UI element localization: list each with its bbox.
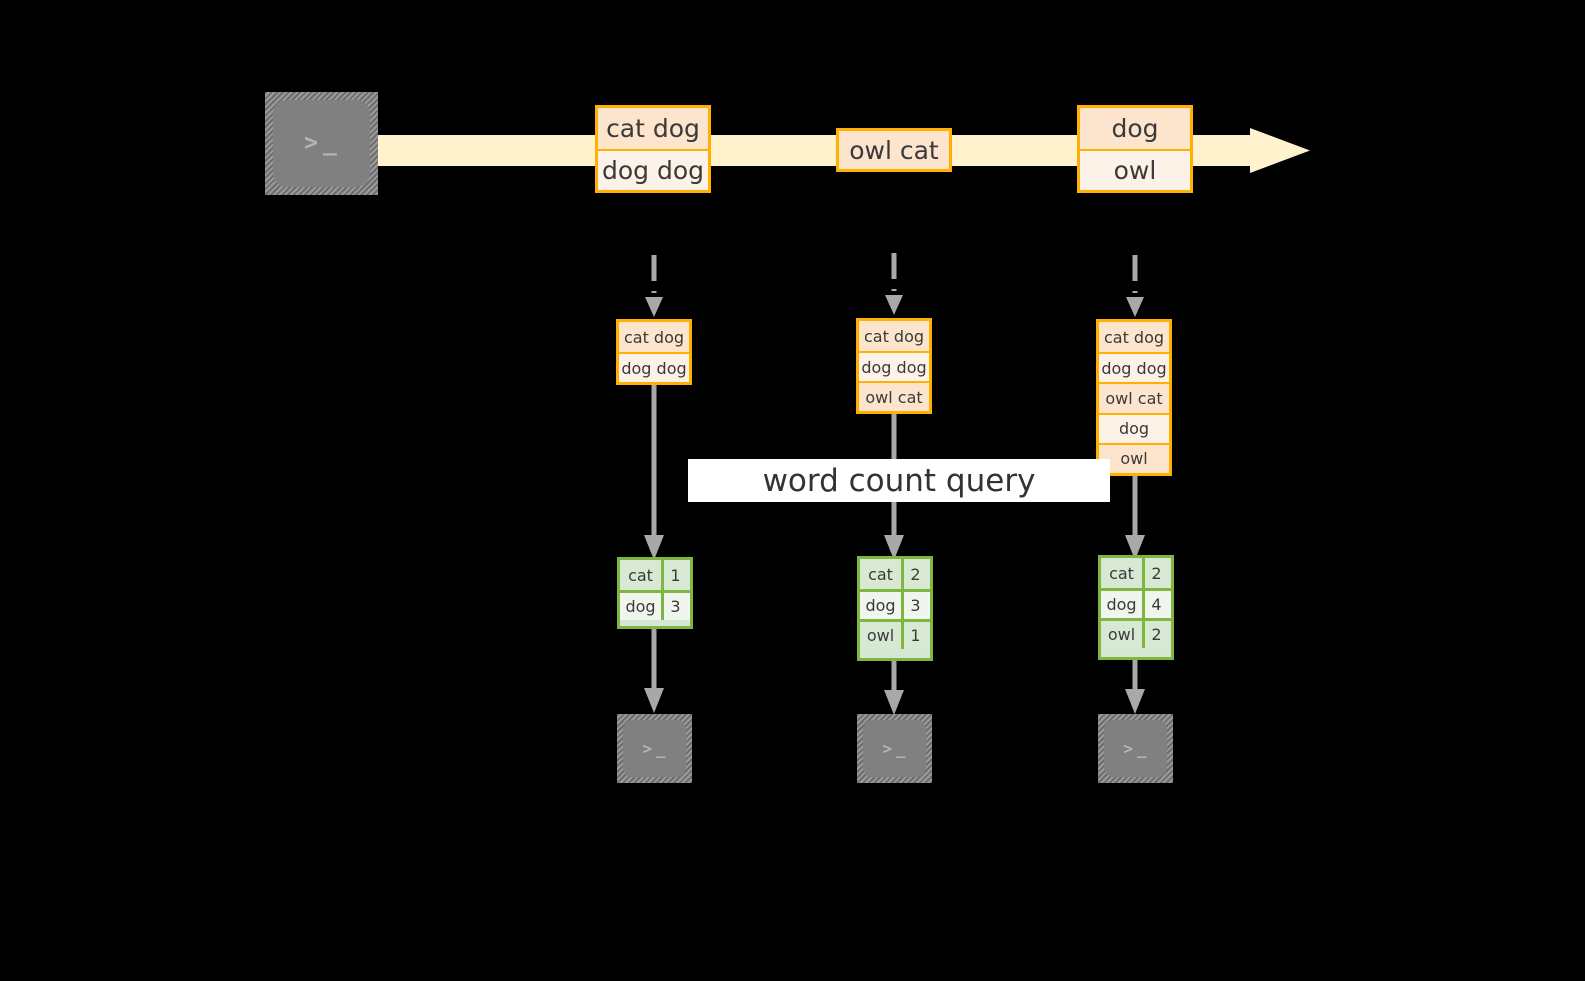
source-terminal-icon: > _ <box>265 92 378 195</box>
result-2-row-2: owl 1 <box>860 619 930 649</box>
prompt-chevron: > <box>882 738 893 758</box>
stream-batch-3-line-1: owl <box>1080 149 1190 190</box>
sink-terminal-icon-2: > _ <box>857 714 932 783</box>
sink-terminal-icon-3: > _ <box>1098 714 1173 783</box>
result-2-row-0: cat 2 <box>860 559 930 589</box>
dashed-connector-3 <box>1125 255 1145 319</box>
result-3-row-0-word: cat <box>1101 558 1145 588</box>
stream-batch-2[interactable]: owl cat <box>836 128 952 172</box>
result-1-row-0-word: cat <box>620 560 664 590</box>
result-table-1[interactable]: cat 1 dog 3 <box>617 557 693 629</box>
result-2-row-0-count: 2 <box>910 564 921 584</box>
result-2-row-1-count: 3 <box>910 596 921 615</box>
prompt-chevron: > <box>1123 738 1134 758</box>
sink-connector-2 <box>884 661 904 716</box>
result-1-row-1-word: dog <box>620 593 664 620</box>
result-1-row-0: cat 1 <box>620 560 690 590</box>
terminal-prompt: > _ <box>642 738 667 758</box>
accumulated-table-3[interactable]: cat dog dog dog owl cat dog owl <box>1096 319 1172 476</box>
prompt-chevron: > <box>642 738 653 758</box>
query-label-text: word count query <box>762 462 1036 499</box>
result-2-row-2-count: 1 <box>910 626 921 645</box>
result-2-row-0-word: cat <box>860 559 904 589</box>
result-3-row-1-count: 4 <box>1151 595 1162 614</box>
prompt-chevron: > <box>304 130 320 156</box>
result-1-row-1: dog 3 <box>620 590 690 620</box>
result-3-row-2: owl 2 <box>1101 618 1171 648</box>
terminal-face <box>863 720 926 777</box>
accumulated-3-row-3: dog <box>1099 412 1169 443</box>
stream-batch-3[interactable]: dog owl <box>1077 105 1193 193</box>
terminal-face <box>623 720 686 777</box>
prompt-cursor: _ <box>896 738 907 758</box>
result-2-row-1: dog 3 <box>860 589 930 619</box>
sink-connector-3 <box>1125 660 1145 715</box>
terminal-face <box>1104 720 1167 777</box>
result-table-2[interactable]: cat 2 dog 3 owl 1 <box>857 556 933 661</box>
stream-batch-1[interactable]: cat dog dog dog <box>595 105 711 193</box>
accumulated-table-1[interactable]: cat dog dog dog <box>616 319 692 385</box>
result-3-row-0-count: 2 <box>1151 563 1162 583</box>
accumulated-2-row-1: dog dog <box>859 351 929 381</box>
terminal-face <box>273 100 370 187</box>
accumulated-3-row-1: dog dog <box>1099 352 1169 383</box>
stream-batch-1-line-0: cat dog <box>598 108 708 149</box>
prompt-cursor: _ <box>1137 738 1148 758</box>
sink-terminal-icon-1: > _ <box>617 714 692 783</box>
accumulated-table-2[interactable]: cat dog dog dog owl cat <box>856 318 932 414</box>
dashed-connector-1 <box>644 255 664 319</box>
stream-batch-2-line-0: owl cat <box>839 131 949 169</box>
dashed-connector-2 <box>884 253 904 317</box>
stream-batch-1-line-1: dog dog <box>598 149 708 190</box>
result-3-row-2-word: owl <box>1101 621 1145 648</box>
prompt-cursor: _ <box>656 738 667 758</box>
accumulated-2-row-0: cat dog <box>859 321 929 351</box>
result-3-row-2-count: 2 <box>1151 625 1162 644</box>
query-connector-3 <box>1125 476 1145 561</box>
accumulated-2-row-2: owl cat <box>859 381 929 411</box>
result-3-row-1: dog 4 <box>1101 588 1171 618</box>
result-1-row-1-count: 3 <box>670 597 681 616</box>
accumulated-3-row-2: owl cat <box>1099 382 1169 413</box>
result-table-3[interactable]: cat 2 dog 4 owl 2 <box>1098 555 1174 660</box>
accumulated-1-row-1: dog dog <box>619 352 689 382</box>
accumulated-3-row-4: owl <box>1099 442 1169 474</box>
result-3-row-0: cat 2 <box>1101 558 1171 588</box>
query-connector-1 <box>644 385 664 561</box>
result-3-row-1-word: dog <box>1101 591 1145 618</box>
accumulated-1-row-0: cat dog <box>619 322 689 352</box>
result-2-row-2-word: owl <box>860 622 904 649</box>
query-label: word count query <box>688 459 1110 502</box>
result-2-row-1-word: dog <box>860 592 904 619</box>
prompt-cursor: _ <box>323 130 339 156</box>
result-1-row-0-count: 1 <box>670 565 681 585</box>
accumulated-3-row-0: cat dog <box>1099 322 1169 353</box>
terminal-prompt: > _ <box>1123 738 1148 758</box>
stream-batch-3-line-0: dog <box>1080 108 1190 149</box>
terminal-prompt: > _ <box>882 738 907 758</box>
terminal-prompt: > _ <box>304 132 339 155</box>
sink-connector-1 <box>644 629 664 714</box>
